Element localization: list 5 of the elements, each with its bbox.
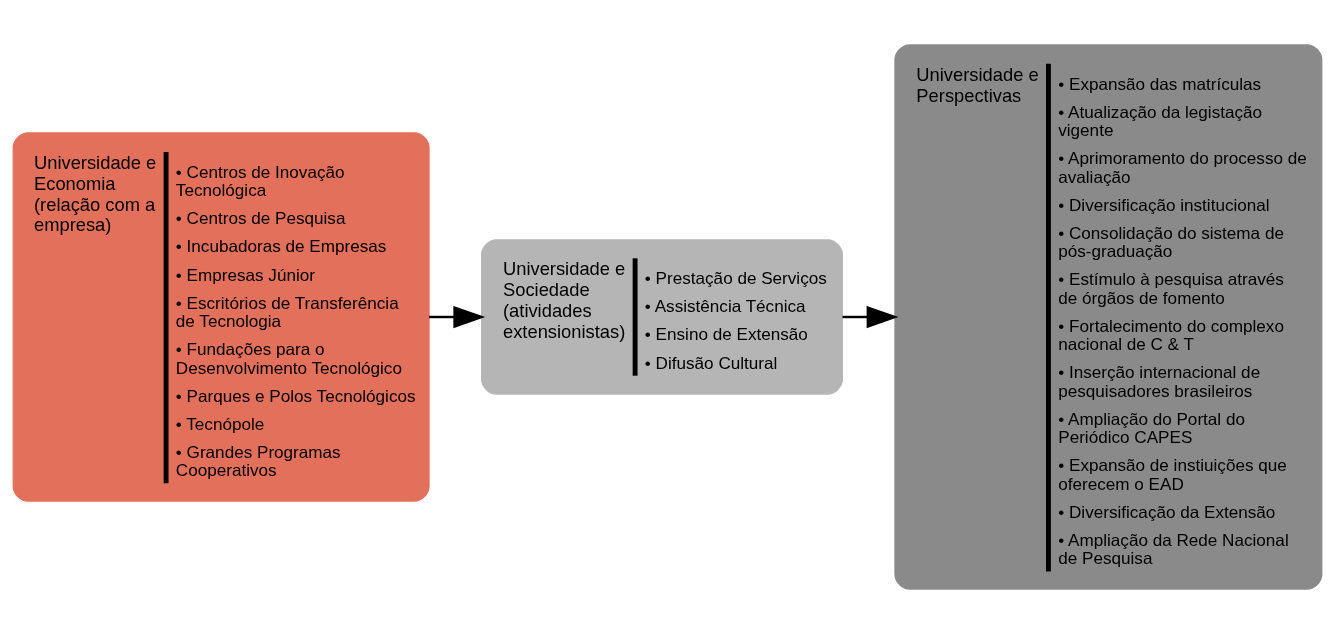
node-box: Universidade e Perspectivas • Expansão das matrículas • Atualização da legistação vigente • Aprimoramento do processo de avaliação • Diversificação institucional • Consolidação do sistema de pós-graduação • Estímulo à pesquisa através de órgãos de fomento • Fortalecimento do complexo nacional de C & T • Inserção internacional de pesquisadores brasileiros • Ampliação do Portal do Periódico CAPES • Expansão de instiuições que oferecem o EAD • Diversificação da Extensão • Ampliação da Rede Nacional de Pesquisa [894,44,1323,590]
arrow [842,305,899,329]
node-box: Universidade e Economia (relação com a empresa) • Centros de Inovação Tecnológica • Centros de Pesquisa • Incubadoras de Empresas • Empresas Júnior • Escritórios de Transferência de Tecnologia • Fundações para o Desenvolvimento Tecnológico • Parques e Polos Tecnológicos • Tecnópole • Grandes Programas Cooperativos [12,132,430,502]
arrow [429,305,486,329]
node-box: Universidade e Sociedade (atividades extensionistas) • Prestação de Serviços • Assistência Técnica • Ensino de Extensão • Difusão Cultural [481,239,843,395]
